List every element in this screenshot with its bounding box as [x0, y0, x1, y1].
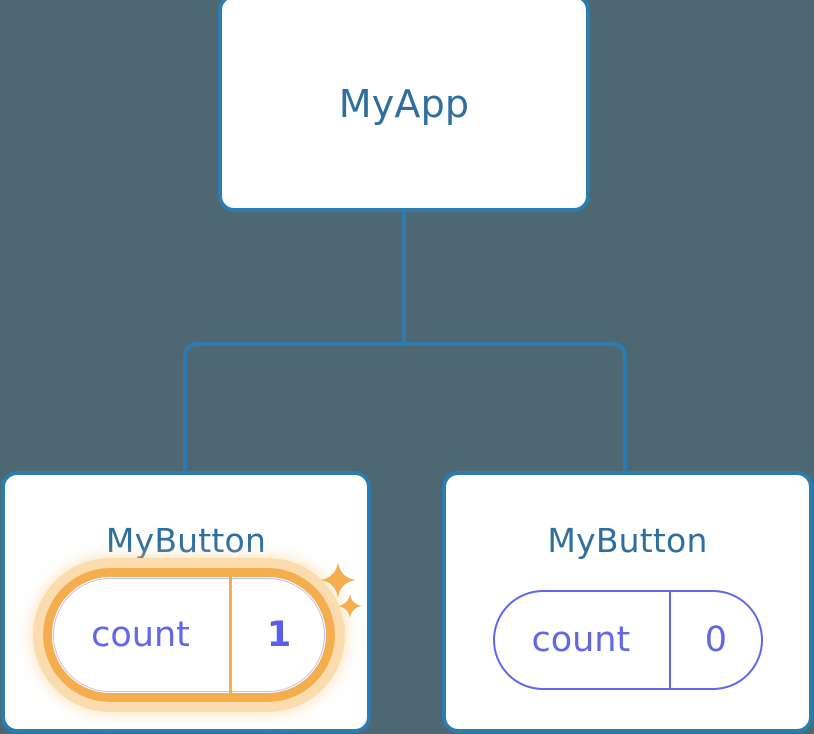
connector-branch-left: [183, 342, 404, 472]
sparkle-four-point-icon: [320, 562, 356, 598]
prop-chip-count-idle[interactable]: count 0: [493, 590, 763, 690]
prop-chip-count-updated[interactable]: count 1: [43, 568, 335, 702]
component-node-label: MyButton: [547, 521, 708, 560]
prop-chip-value: 0: [704, 620, 727, 660]
component-node-label: MyButton: [105, 521, 267, 560]
component-node-myapp[interactable]: MyApp: [218, 0, 590, 212]
component-node-label: MyApp: [338, 82, 470, 126]
sparkle-four-point-small-icon: [338, 594, 362, 618]
prop-chip-key: count: [52, 577, 232, 693]
prop-chip-value: 1: [266, 615, 292, 655]
prop-chip-key: count: [495, 592, 671, 688]
connector-branch-right: [404, 342, 627, 472]
